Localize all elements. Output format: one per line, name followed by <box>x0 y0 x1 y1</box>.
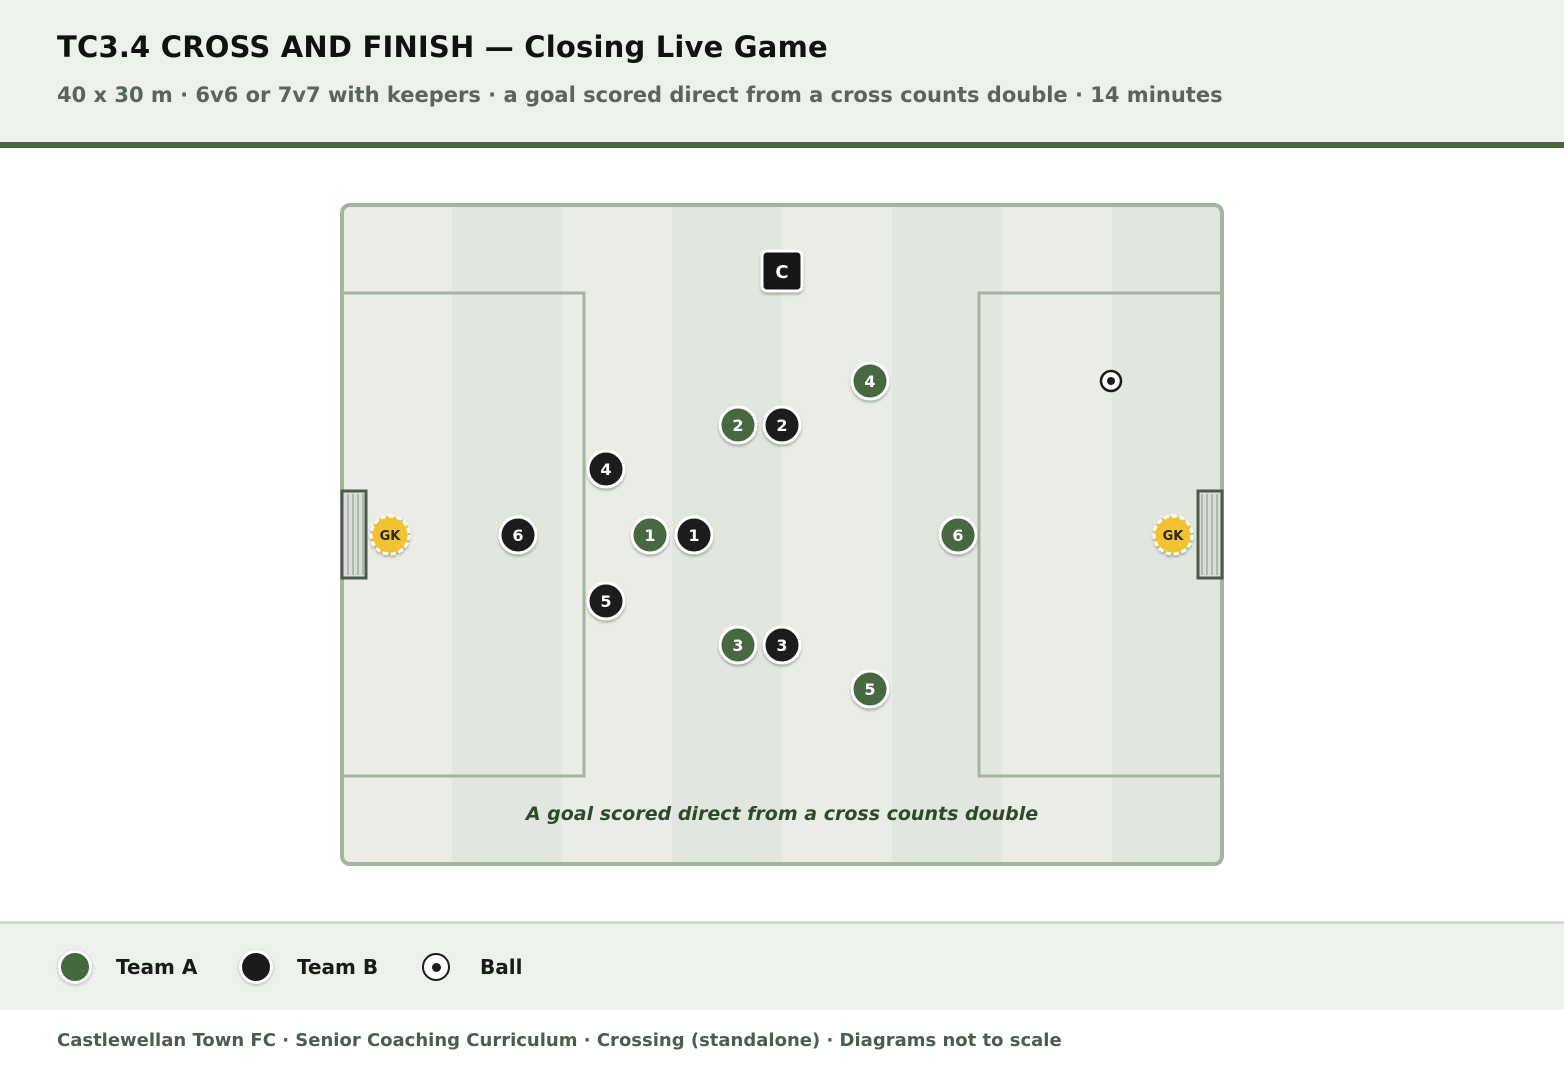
coach-marker: C <box>760 249 804 293</box>
left-goal-icon <box>340 489 368 580</box>
legend-divider <box>0 921 1564 924</box>
team-a-player-5-number: 5 <box>864 680 875 699</box>
team-b-swatch-icon <box>239 950 273 984</box>
pitch-note: A goal scored direct from a cross counts… <box>524 803 1038 825</box>
team-a-player-3-number: 3 <box>732 636 743 655</box>
team-b-player-5: 5 <box>586 581 626 621</box>
team-a-player-6: 6 <box>938 515 978 555</box>
page-subtitle: 40 x 30 m · 6v6 or 7v7 with keepers · a … <box>57 83 1223 107</box>
ball-legend-icon <box>422 953 450 981</box>
team-a-player-4: 4 <box>850 361 890 401</box>
team-b-player-3: 3 <box>762 625 802 665</box>
legend-team-a: Team A <box>58 950 197 984</box>
coach-label: C <box>775 262 788 283</box>
legend-team-b: Team B <box>239 950 378 984</box>
team-b-player-4-number: 4 <box>600 460 611 479</box>
team-a-swatch-icon <box>58 950 92 984</box>
goalkeeper-left-label: GK <box>380 529 402 544</box>
header-divider <box>0 142 1564 148</box>
page-title: TC3.4 CROSS AND FINISH — Closing Live Ga… <box>57 30 828 64</box>
footer-text: Castlewellan Town FC · Senior Coaching C… <box>57 1030 1062 1051</box>
goalkeeper-right: GK <box>1152 514 1194 556</box>
team-a-player-2-number: 2 <box>732 416 743 435</box>
team-a-player-5: 5 <box>850 669 890 709</box>
team-b-player-1-number: 1 <box>688 526 699 545</box>
goalkeeper-left: GK <box>369 514 411 556</box>
pitch-diagram: C GK GK 1 2 3 4 5 6 1 <box>340 203 1224 866</box>
header: TC3.4 CROSS AND FINISH — Closing Live Ga… <box>0 0 1564 143</box>
team-a-player-2: 2 <box>718 405 758 445</box>
team-a-player-1-number: 1 <box>644 526 655 545</box>
legend-ball: Ball <box>419 950 522 984</box>
legend: Team A Team B Ball <box>0 924 1564 1010</box>
team-a-player-4-number: 4 <box>864 372 875 391</box>
team-b-player-3-number: 3 <box>776 636 787 655</box>
right-goal-icon <box>1196 489 1224 580</box>
team-b-player-6-number: 6 <box>512 526 523 545</box>
team-b-player-5-number: 5 <box>600 592 611 611</box>
team-b-player-6: 6 <box>498 515 538 555</box>
team-a-player-6-number: 6 <box>952 526 963 545</box>
team-a-player-1: 1 <box>630 515 670 555</box>
legend-ball-label: Ball <box>480 955 523 979</box>
goalkeeper-right-label: GK <box>1163 529 1185 544</box>
team-b-player-1: 1 <box>674 515 714 555</box>
pitch-stripes <box>342 205 1222 864</box>
team-b-player-2: 2 <box>762 405 802 445</box>
team-b-player-4: 4 <box>586 449 626 489</box>
legend-team-b-label: Team B <box>297 955 379 979</box>
team-b-player-2-number: 2 <box>776 416 787 435</box>
legend-team-a-label: Team A <box>116 955 198 979</box>
ball-icon <box>1099 369 1123 393</box>
team-a-player-3: 3 <box>718 625 758 665</box>
